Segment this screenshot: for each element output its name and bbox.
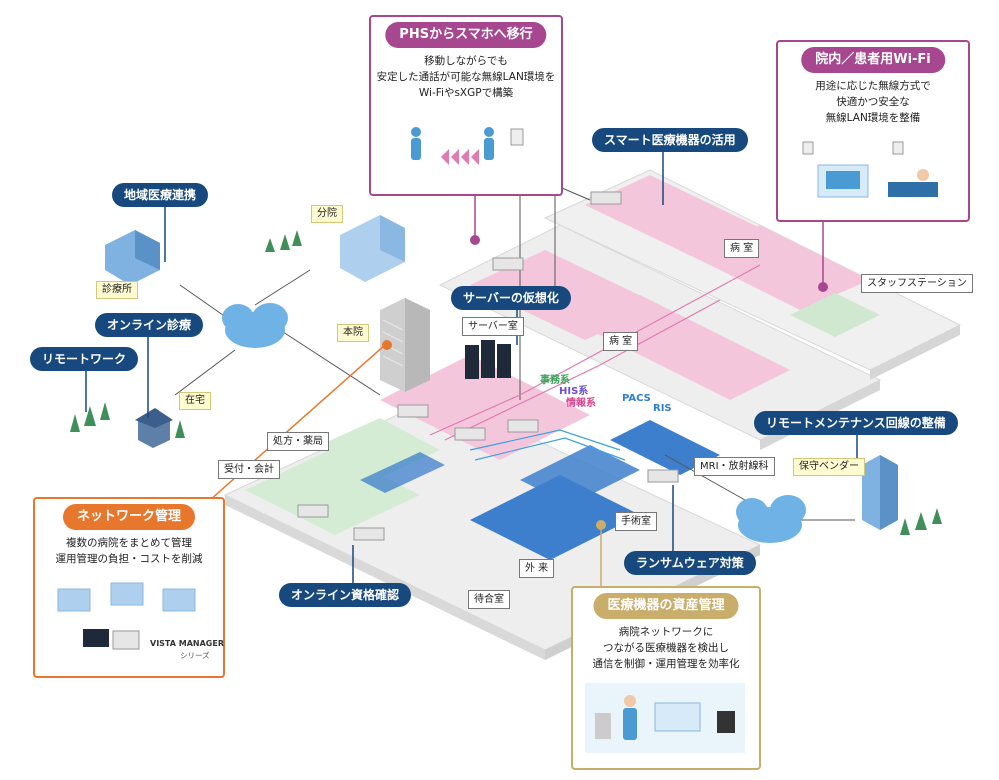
vendor-tag: 保守ベンダー <box>793 458 865 476</box>
office-system-label: 事務系 <box>540 375 570 386</box>
staff-station-label: スタッフステーション <box>861 274 973 293</box>
network-management-callout-line: 複数の病院をまとめて管理 <box>66 537 192 549</box>
phs-callout-line: Wi-FiやsXGPで構築 <box>418 87 514 99</box>
medical-devices-illustration <box>585 683 745 753</box>
ward-label: 病 室 <box>603 332 639 351</box>
remote-maintenance-label: リモートメンテナンス回線の整備 <box>754 411 958 435</box>
main-hospital-building <box>380 298 430 392</box>
phs-callout-title: PHSからスマホへ移行 <box>385 22 547 48</box>
branch-building <box>340 215 405 282</box>
wifi-callout-title: 院内／患者用Wi-Fi <box>801 47 945 73</box>
pharmacy-label: 処方・薬局 <box>267 432 329 451</box>
wifi-callout: 院内／患者用Wi-Fi 用途に応じた無線方式で 快適かつ安全な 無線LAN環境を… <box>776 40 970 222</box>
phs-callout-line: 安定した通話が可能な無線LAN環境を <box>376 71 556 83</box>
staff-station-zone <box>790 293 880 337</box>
asset-management-callout-line: つながる医療機器を検出し <box>603 642 729 654</box>
home-tag: 在宅 <box>179 392 211 410</box>
pacs-system-label: PACS <box>622 393 651 404</box>
ris-system-label: RIS <box>653 403 672 414</box>
wifi-callout-line: 無線LAN環境を整備 <box>825 112 921 124</box>
network-management-callout-title: ネットワーク管理 <box>62 504 196 530</box>
vista-manager-series: シリーズ <box>180 651 210 660</box>
wifi-callout-line: 用途に応じた無線方式で <box>815 80 931 92</box>
reception-label: 受付・会計 <box>218 460 280 479</box>
clinic-building <box>105 230 160 285</box>
main-floor-edge <box>225 495 545 660</box>
mri-radiology-label: MRI・放射線科 <box>694 457 775 476</box>
asset-management-callout-title: 医療機器の資産管理 <box>593 593 739 619</box>
phs-callout: PHSからスマホへ移行 移動しながらでも 安定した通話が可能な無線LAN環境を … <box>369 15 563 196</box>
vista-manager-product: VISTA MANAGER <box>150 639 224 648</box>
asset-management-callout-line: 病院ネットワークに <box>618 626 714 638</box>
multi-hospital-illustration <box>57 582 196 650</box>
wifi-callout-line: 快適かつ安全な <box>836 96 910 108</box>
waiting-room-label: 待合室 <box>468 590 510 609</box>
his-system-label: HIS系 <box>559 386 589 397</box>
info-system-label: 情報系 <box>566 398 596 409</box>
outpatient-zone <box>470 475 640 560</box>
asset-management-callout: 医療機器の資産管理 病院ネットワークに つながる医療機器を検出し 通信を制御・運… <box>571 586 761 770</box>
main-hospital-tag: 本院 <box>337 324 369 342</box>
ward-label: 病 室 <box>724 239 760 258</box>
online-qualification-label: オンライン資格確認 <box>279 583 412 607</box>
cloud-icon <box>222 303 288 348</box>
phs-migration-illustration <box>411 127 524 165</box>
branch-tag: 分院 <box>311 205 343 223</box>
online-consultation-label: オンライン診療 <box>95 313 204 337</box>
ward-zone <box>580 295 790 400</box>
vendor-building <box>862 455 898 530</box>
clinic-tag: 診療所 <box>96 281 138 299</box>
smart-medical-devices-label: スマート医療機器の活用 <box>592 128 748 152</box>
cloud-icon <box>736 495 806 543</box>
regional-collaboration-label: 地域医療連携 <box>112 183 209 207</box>
outpatient-label: 外 来 <box>519 559 555 578</box>
server-room-label: サーバー室 <box>462 317 524 336</box>
network-switch <box>297 191 679 541</box>
server-virtualization-label: サーバーの仮想化 <box>451 286 571 310</box>
server-rack <box>465 340 511 379</box>
server-zone <box>380 355 590 460</box>
surgery-zone <box>520 445 640 505</box>
tree-icon <box>70 230 942 535</box>
remote-work-label: リモートワーク <box>30 347 139 371</box>
asset-management-callout-line: 通信を制御・運用管理を効率化 <box>592 658 740 670</box>
network-management-callout: ネットワーク管理 複数の病院をまとめて管理 運用管理の負担・コストを削減 VIS… <box>33 497 225 678</box>
network-management-callout-line: 運用管理の負担・コストを削減 <box>55 553 203 565</box>
ransomware-protection-label: ランサムウェア対策 <box>624 551 756 575</box>
surgery-room-label: 手術室 <box>615 512 657 531</box>
home-building <box>135 408 173 448</box>
phs-callout-line: 移動しながらでも <box>424 55 508 67</box>
counter-zone <box>360 452 445 493</box>
patient-wifi-illustration <box>802 141 938 198</box>
mri-zone <box>610 420 720 475</box>
office-zone <box>245 450 420 535</box>
